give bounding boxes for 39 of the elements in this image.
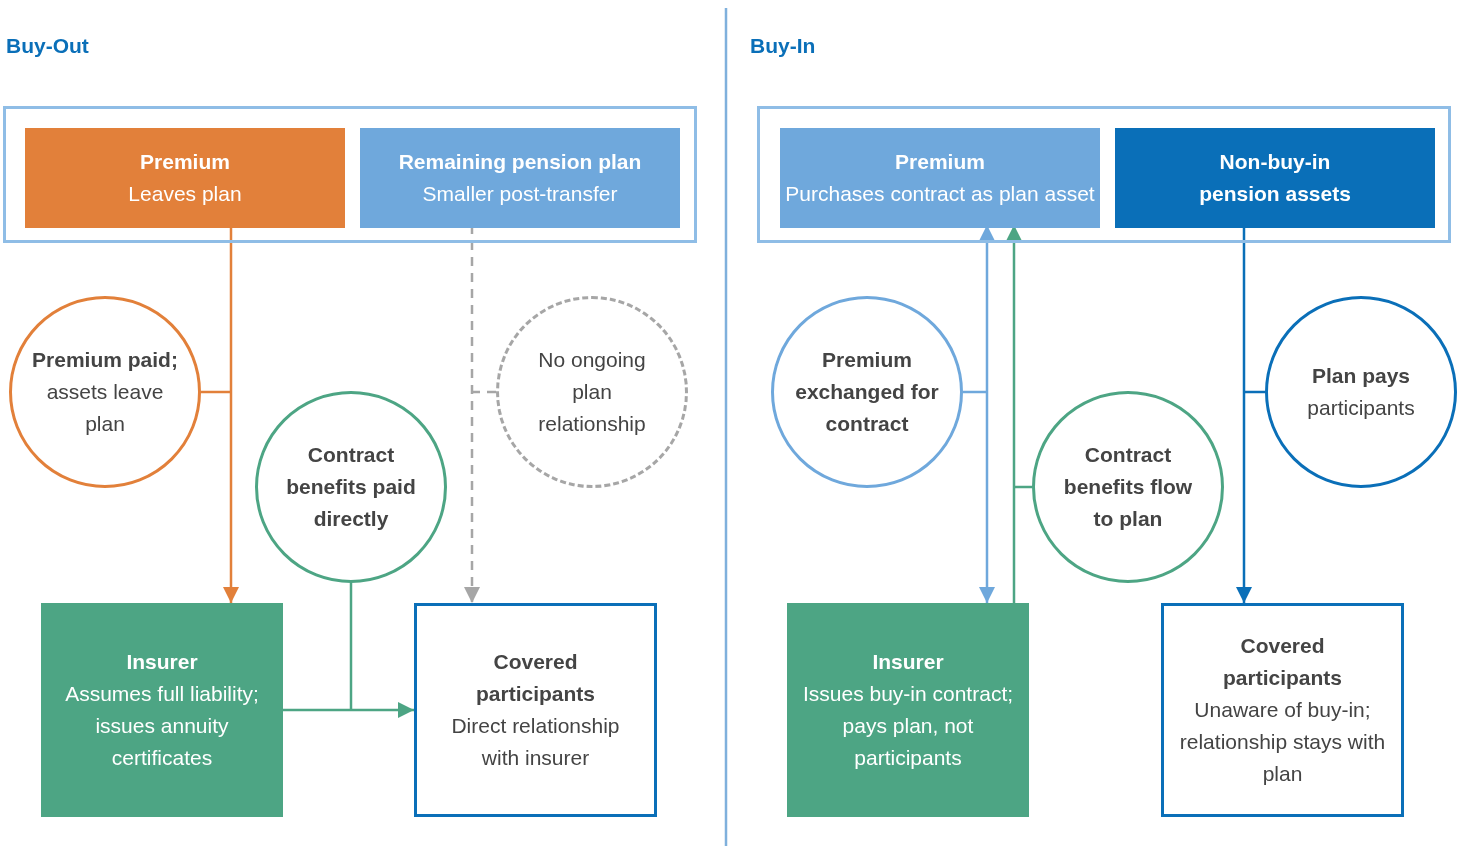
circle-label: Premium exchanged for contract: [794, 347, 940, 437]
box-description: Issues buy-in contract; pays plan, not participants: [801, 681, 1015, 771]
leader-line: [1244, 390, 1265, 394]
box-description: Purchases contract as plan asset: [785, 181, 1095, 207]
process-box: [1115, 128, 1435, 228]
leader-line: [472, 390, 496, 394]
process-box: [360, 128, 680, 228]
circle-label: Premium paid; assets leave plan: [31, 347, 179, 437]
box-heading: Remaining pension plan: [398, 149, 642, 175]
box-description: Unaware of buy-in; relationship stays with plan: [1178, 697, 1387, 787]
process-box: [1161, 603, 1404, 817]
box-heading: Non-buy-in pension assets: [1198, 149, 1352, 207]
box-description: Assumes full liability; issues annuity certificates: [64, 681, 260, 771]
process-box: [41, 603, 283, 817]
box-description: Smaller post-transfer: [422, 181, 618, 207]
box-heading: Premium: [140, 149, 230, 175]
circle-label: No ongoing plan relationship: [537, 347, 647, 437]
box-heading: Premium: [895, 149, 985, 175]
section-title: Buy-Out: [6, 34, 89, 58]
leader-line: [201, 390, 231, 394]
group-frame: [757, 106, 1451, 243]
circle-label: Contract benefits paid directly: [285, 442, 417, 532]
process-box: [787, 603, 1029, 817]
process-box: [25, 128, 345, 228]
circle-label: Plan pays participants: [1306, 363, 1416, 421]
box-description: Leaves plan: [128, 181, 242, 207]
box-heading: Insurer: [872, 649, 944, 675]
leader-line: [963, 390, 987, 394]
process-box: [414, 603, 657, 817]
box-heading: Insurer: [126, 649, 198, 675]
box-heading: Covered participants: [475, 649, 596, 707]
arrow: [283, 702, 414, 718]
process-box: [780, 128, 1100, 228]
leader-line: [349, 583, 353, 710]
section-title: Buy-In: [750, 34, 816, 58]
circle-label: Contract benefits flow to plan: [1062, 442, 1194, 532]
box-heading: Covered participants: [1222, 633, 1343, 691]
box-description: Direct relationship with insurer: [450, 713, 621, 771]
group-frame: [3, 106, 697, 243]
